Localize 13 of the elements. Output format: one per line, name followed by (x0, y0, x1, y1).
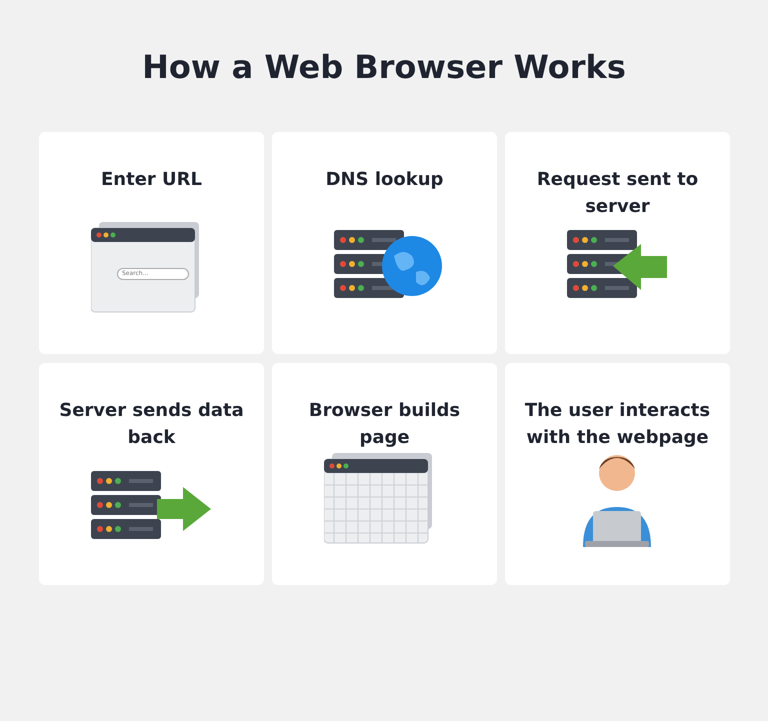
step-card (39, 363, 264, 585)
step-card (272, 363, 497, 585)
step-card (39, 132, 264, 354)
step-title: DNS lookup (324, 168, 444, 192)
step-card (272, 132, 497, 354)
step-title: Request sent to server (536, 168, 700, 219)
step-title: The user interacts with the webpage (524, 399, 712, 450)
step-title: Server sends data back (58, 399, 245, 450)
step-card (505, 363, 730, 585)
step-card (505, 132, 730, 354)
step-title: Browser builds page (308, 399, 462, 450)
title: How a Web Browser Works (141, 48, 627, 86)
step-title: Enter URL (100, 168, 203, 192)
